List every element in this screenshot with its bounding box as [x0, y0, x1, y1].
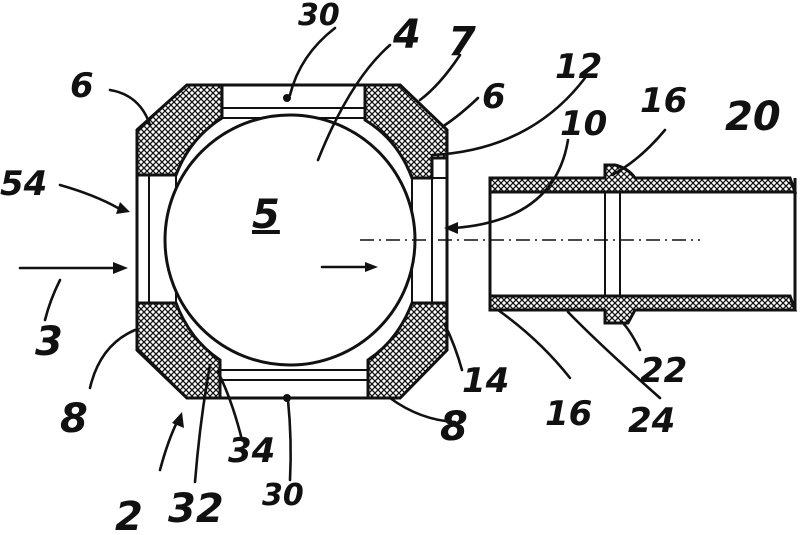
label-14: 14 [462, 361, 509, 401]
inlet-arrow-head [113, 262, 128, 274]
label-5: 5 [252, 192, 280, 238]
label-32: 32 [168, 486, 224, 532]
label-7: 7 [448, 19, 476, 65]
leader-2-arrowhead [172, 412, 184, 428]
leader-54-arrowhead [116, 202, 130, 214]
port-mark-top [283, 94, 291, 102]
label-16-bottom: 16 [545, 394, 592, 434]
pipe-fitting [488, 163, 798, 325]
valve-body [135, 83, 449, 402]
label-20: 20 [725, 94, 781, 140]
label-8-right: 8 [440, 404, 468, 450]
label-3: 3 [35, 319, 63, 365]
seal-top-right [363, 83, 449, 180]
label-4: 4 [392, 12, 421, 58]
label-30-bottom: 30 [262, 478, 304, 513]
seal-bottom-right [366, 301, 449, 400]
left-port-frame [136, 174, 150, 304]
pipe-wall-bottom [488, 294, 798, 325]
label-12: 12 [555, 47, 602, 87]
label-6-right: 6 [482, 77, 506, 117]
label-34: 34 [228, 431, 275, 471]
label-8-left: 8 [60, 396, 88, 442]
pipe-wall-top [488, 163, 798, 194]
label-30-top: 30 [298, 0, 340, 33]
label-54: 54 [0, 164, 47, 204]
leader-10-arrowhead [444, 222, 458, 234]
label-10: 10 [560, 104, 607, 144]
label-16-top: 16 [640, 81, 687, 121]
label-24: 24 [628, 401, 675, 441]
seal-bottom-left [135, 301, 222, 400]
ball [163, 113, 417, 367]
flow-arrow-inner-head [365, 262, 378, 272]
label-22: 22 [640, 351, 687, 391]
label-6-left: 6 [70, 66, 94, 106]
label-2: 2 [115, 494, 143, 535]
leader-lines [43, 26, 667, 484]
